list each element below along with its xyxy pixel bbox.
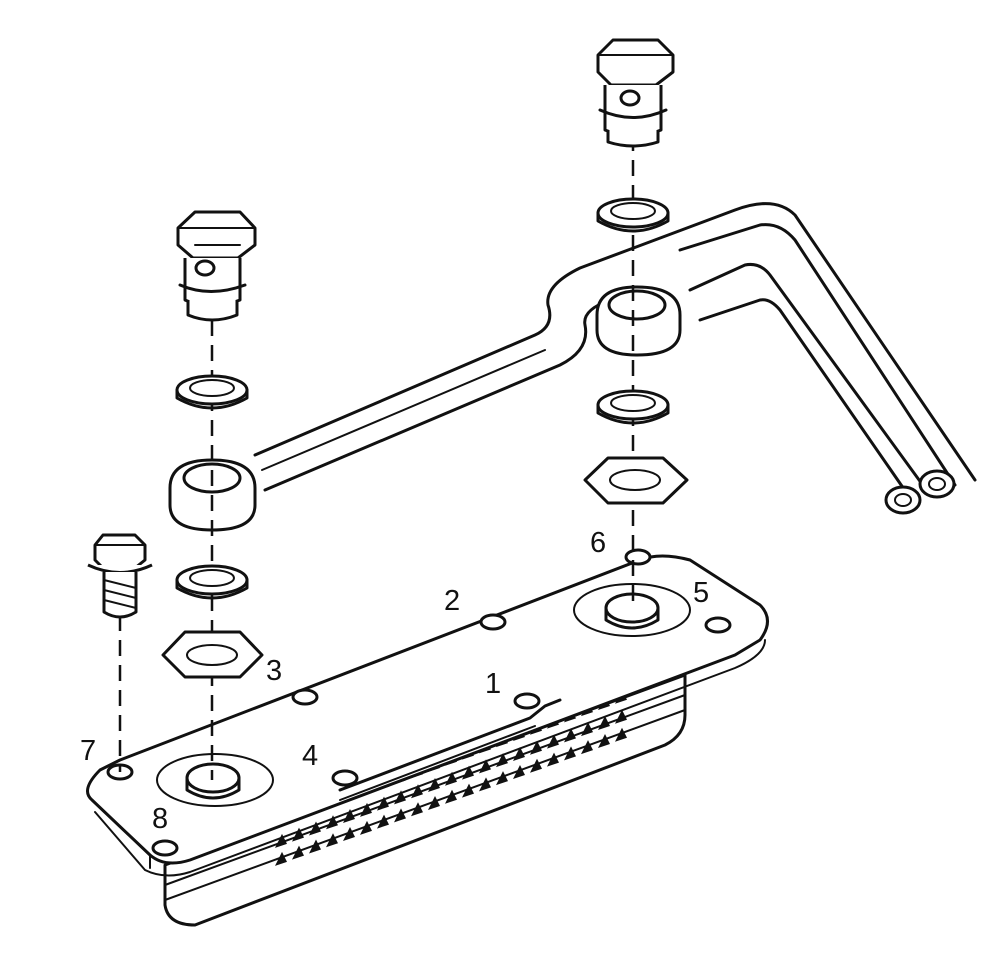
oil-cooler-body — [86, 548, 769, 927]
seal-ring-left-lower — [175, 564, 249, 600]
sealing-rings — [175, 197, 670, 600]
cooler-fin — [581, 740, 593, 755]
cooler-fin — [411, 802, 423, 817]
cooler-fin — [496, 753, 508, 768]
cooler-fin — [530, 740, 542, 755]
hex-nut-left — [161, 630, 264, 679]
cooler-fin — [564, 746, 576, 761]
callout-4: 4 — [302, 740, 318, 772]
cooler-fin — [309, 821, 321, 836]
cooler-fin — [615, 709, 627, 724]
hex-nut-right — [583, 456, 689, 505]
cooler-fin — [360, 802, 372, 817]
cooler-fin — [615, 727, 627, 742]
cooler-fin — [377, 796, 389, 811]
seal-ring-left-upper — [175, 374, 249, 410]
cooler-fin — [564, 728, 576, 743]
cooler-fin — [598, 715, 610, 730]
cooler-fin — [428, 778, 440, 793]
cooler-fin — [479, 777, 491, 792]
cooler-fin — [547, 752, 559, 767]
cooler-fin — [530, 758, 542, 773]
pipe-end-2 — [918, 469, 956, 499]
callout-3: 3 — [266, 655, 282, 687]
bolt-hole-6 — [624, 548, 652, 566]
mounting-bolt — [87, 533, 153, 619]
cooler-fin — [513, 764, 525, 779]
cooler-fin — [581, 722, 593, 737]
cooler-fin — [462, 783, 474, 798]
port-left-recess — [156, 753, 274, 807]
cooler-fin — [292, 827, 304, 842]
cooler-fin — [513, 746, 525, 761]
callout-8: 8 — [152, 803, 168, 835]
bolt-hole-4 — [331, 769, 359, 787]
bolt-hole-1 — [513, 692, 541, 710]
cooler-fin — [547, 734, 559, 749]
bolt-hole-left — [291, 688, 319, 706]
oil-line-pipe — [253, 202, 977, 515]
cooler-fin — [445, 789, 457, 804]
port-right-recess — [573, 583, 691, 637]
cooler-fin — [598, 733, 610, 748]
bolt-hole-8 — [151, 839, 179, 857]
cooler-fin — [326, 815, 338, 830]
cooler-fin — [411, 784, 423, 799]
callout-1: 1 — [485, 668, 501, 700]
cooler-fin — [309, 839, 321, 854]
cooler-fin — [394, 808, 406, 823]
banjo-bolt-right — [596, 38, 675, 148]
cooler-fin — [326, 833, 338, 848]
cooler-fin — [343, 827, 355, 842]
cooler-fin — [479, 759, 491, 774]
bolt-hole-2 — [479, 613, 507, 631]
callout-7: 7 — [80, 735, 96, 767]
cooler-fin — [496, 771, 508, 786]
cooler-fin — [275, 851, 287, 866]
banjo-fitting-right — [595, 285, 682, 357]
cooler-fin — [360, 820, 372, 835]
cooler-top-plate — [86, 554, 769, 865]
callout-2: 2 — [444, 585, 460, 617]
bolt-hole-5 — [704, 616, 732, 634]
seal-ring-right-lower — [596, 389, 670, 425]
banjo-bolt-left — [176, 210, 257, 322]
seal-ring-right-upper — [596, 197, 670, 233]
cooler-fin — [292, 845, 304, 860]
callout-5: 5 — [693, 577, 709, 609]
cooler-fin — [428, 796, 440, 811]
cooler-fin — [343, 809, 355, 824]
cooler-fin — [377, 814, 389, 829]
cooler-fin — [275, 833, 287, 848]
callout-6: 6 — [590, 527, 606, 559]
cooler-fin — [445, 771, 457, 786]
cooler-fin — [462, 765, 474, 780]
callout-labels: 1 2 3 4 5 6 7 8 — [80, 527, 709, 835]
pipe-end-1 — [884, 485, 922, 515]
cooler-fin — [394, 790, 406, 805]
